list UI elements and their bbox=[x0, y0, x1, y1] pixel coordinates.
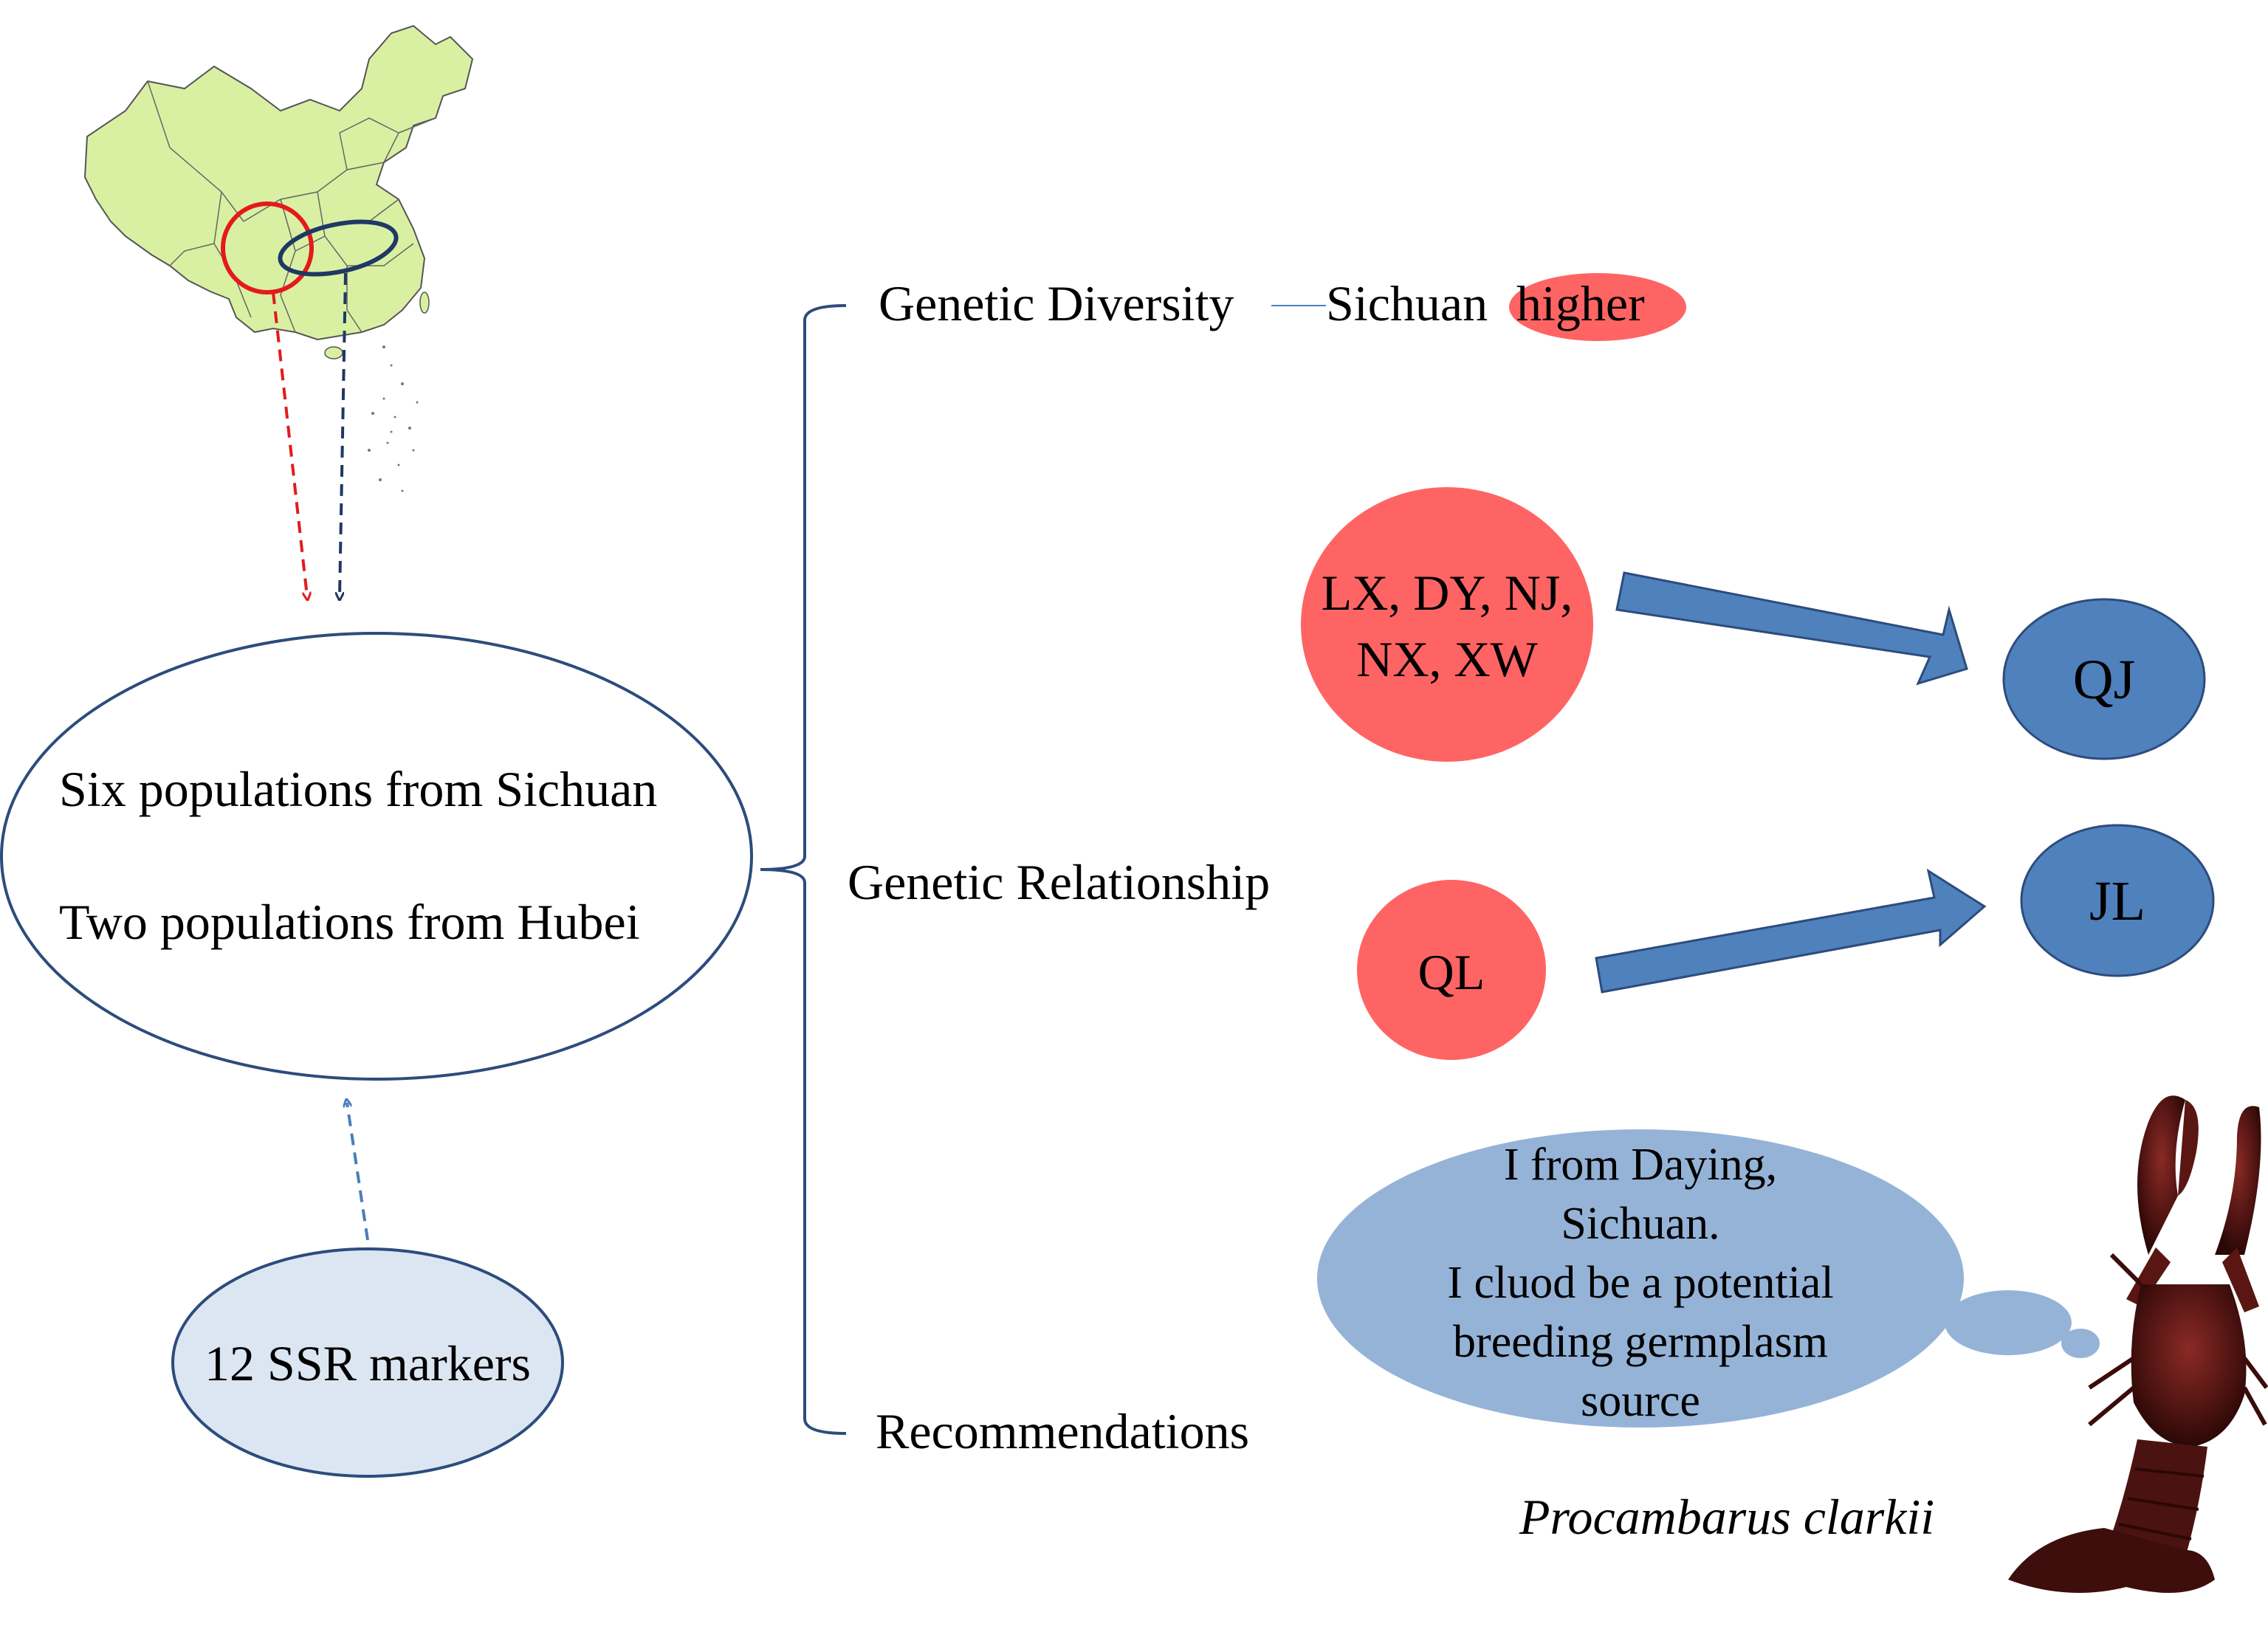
populations-sichuan-text: Six populations from Sichuan bbox=[59, 761, 657, 817]
bubble-tail-small bbox=[2061, 1329, 2100, 1358]
sichuan-group-line1: LX, DY, NJ, bbox=[1322, 565, 1573, 621]
genetic-diversity-label: Genetic Diversity bbox=[879, 275, 1234, 331]
curly-brace bbox=[760, 304, 847, 1435]
sichuan-label: Sichuan bbox=[1326, 275, 1488, 331]
bubble-line-2: Sichuan. bbox=[1561, 1199, 1719, 1249]
ql-label: QL bbox=[1418, 944, 1485, 1000]
sichuan-highlight-circle bbox=[221, 202, 314, 295]
jl-label: JL bbox=[2089, 870, 2145, 932]
recommendations-label: Recommendations bbox=[876, 1403, 1249, 1459]
hubei-highlight-ellipse bbox=[278, 219, 399, 277]
jl-circle bbox=[2020, 824, 2215, 977]
genetic-relationship-label: Genetic Relationship bbox=[848, 854, 1270, 910]
ql-circle bbox=[1357, 880, 1546, 1060]
bubble-line-5: source bbox=[1581, 1376, 1700, 1426]
ssr-markers-text: 12 SSR markers bbox=[205, 1335, 531, 1391]
arrow-to-qj bbox=[1615, 571, 1968, 686]
ssr-markers-ellipse bbox=[171, 1247, 564, 1478]
populations-ellipse bbox=[0, 632, 753, 1081]
crayfish-icon bbox=[2008, 1095, 2268, 1593]
speech-bubble bbox=[1317, 1129, 1964, 1428]
arrow-to-jl bbox=[1595, 868, 1987, 994]
qj-label: QJ bbox=[2073, 649, 2135, 711]
higher-label: higher bbox=[1516, 275, 1645, 331]
species-label: Procambarus clarkii bbox=[1519, 1489, 1934, 1545]
bubble-line-3: I cluod be a potential bbox=[1447, 1258, 1833, 1308]
bubble-line-1: I from Daying, bbox=[1504, 1140, 1777, 1190]
sichuan-group-line2: NX, XW bbox=[1356, 631, 1538, 687]
bubble-tail-large bbox=[1945, 1290, 2072, 1355]
sichuan-dashed-arrow bbox=[272, 292, 307, 596]
sichuan-group-circle bbox=[1301, 487, 1593, 762]
bubble-line-4: breeding germplasm bbox=[1453, 1317, 1828, 1367]
china-map-icon bbox=[83, 24, 474, 492]
higher-badge bbox=[1509, 273, 1686, 341]
populations-hubei-text: Two populations from Hubei bbox=[59, 894, 640, 950]
qj-circle bbox=[2002, 598, 2206, 760]
markers-dashed-arrow bbox=[347, 1103, 369, 1241]
hubei-dashed-arrow bbox=[340, 272, 347, 596]
